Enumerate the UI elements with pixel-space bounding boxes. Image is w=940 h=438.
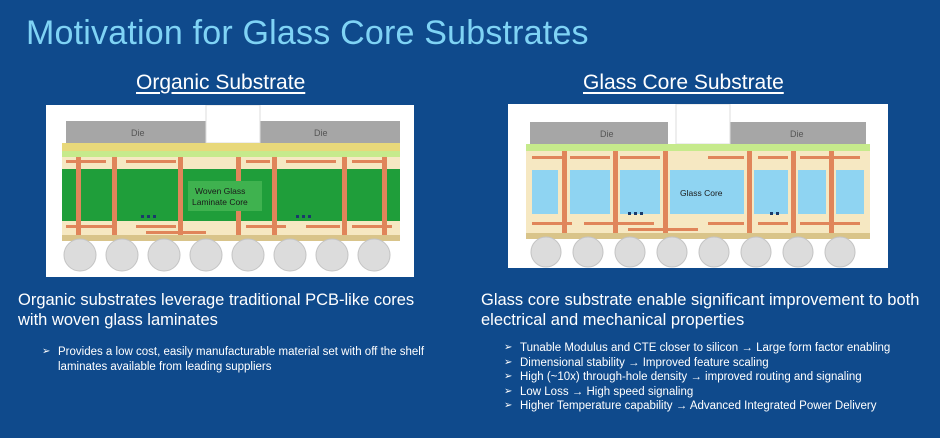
glass-bullet-item: ➢ Tunable Modulus and CTE closer to silic…	[500, 341, 930, 356]
glass-through-vias	[562, 151, 834, 233]
center-chip-shape	[675, 104, 731, 145]
die-right-label: Die	[790, 129, 804, 139]
die-left-shape	[66, 121, 206, 143]
top-buildup-layer	[526, 151, 870, 165]
underfill-layer	[62, 143, 400, 151]
center-chip-shape	[205, 105, 261, 144]
glass-core-description: Glass core substrate enable significant …	[481, 291, 920, 329]
glass-core-cells	[532, 170, 864, 214]
core-label-line1: Woven Glass	[195, 186, 245, 196]
die-right-label: Die	[314, 128, 328, 138]
glass-core-substrate-heading: Glass Core Substrate	[583, 71, 784, 94]
die-left-label: Die	[131, 128, 145, 138]
glass-bullet-text: High (~10x) through-hole density → impro…	[520, 371, 862, 383]
bullet-arrow-icon: ➢	[42, 346, 51, 357]
glass-traces	[532, 156, 860, 231]
glass-core-cross-section: Die Die Glass Core	[526, 104, 870, 268]
core-label-line2: Laminate Core	[192, 197, 248, 207]
organic-substrate-description: Organic substrates leverage traditional …	[18, 291, 415, 329]
glass-core-substrate-diagram: Die Die Glass Core	[508, 104, 888, 268]
core-label-box	[188, 181, 262, 211]
organic-substrate-cross-section: Die Die	[62, 105, 400, 272]
die-left-shape	[530, 122, 668, 144]
bullet-arrow-icon: ➢	[504, 342, 513, 353]
bullet-arrow-icon: ➢	[504, 385, 513, 397]
glass-bullet-item: ➢ High (~10x) through-hole density → impr…	[500, 370, 930, 385]
organic-bullet-item: ➢ Provides a low cost, easily manufactura…	[38, 345, 438, 374]
organic-substrate-bullets: ➢ Provides a low cost, easily manufactura…	[38, 345, 438, 374]
glass-via-dots	[628, 212, 779, 215]
organic-substrate-heading: Organic Substrate	[136, 71, 306, 94]
organic-solder-balls	[63, 238, 391, 272]
glass-core-label: Glass Core	[680, 188, 723, 198]
glass-bullet-text: Dimensional stability → Improved feature…	[520, 356, 769, 369]
bottom-solder-resist-layer	[526, 233, 870, 239]
glass-bullet-item: ➢ Dimensional stability → Improved featur…	[500, 356, 930, 371]
page-title: Motivation for Glass Core Substrates	[26, 14, 589, 52]
organic-substrate-diagram: Die Die	[46, 105, 414, 277]
die-right-shape	[728, 122, 866, 144]
bullet-arrow-icon: ➢	[504, 356, 513, 368]
die-left-label: Die	[600, 129, 614, 139]
glass-core-bullets: ➢ Tunable Modulus and CTE closer to silic…	[500, 341, 930, 414]
organic-traces	[66, 160, 392, 234]
top-dielectric-layer	[62, 151, 400, 157]
glass-bullet-item: ➢ Low Loss → High speed signaling	[500, 385, 930, 400]
organic-bullet-text: Provides a low cost, easily manufacturab…	[58, 346, 425, 373]
organic-via-dots	[141, 215, 311, 218]
glass-bullet-text: Tunable Modulus and CTE closer to silico…	[520, 342, 891, 354]
glass-solder-balls	[530, 236, 856, 268]
glass-bullet-text: Higher Temperature capability → Advanced…	[520, 400, 877, 412]
die-right-shape	[260, 121, 400, 143]
glass-bullet-item: ➢ Higher Temperature capability → Advance…	[500, 399, 930, 414]
bullet-arrow-icon: ➢	[504, 371, 513, 382]
glass-bullet-text: Low Loss → High speed signaling	[520, 385, 694, 398]
bottom-solder-resist-layer	[62, 235, 400, 241]
top-dielectric-layer	[526, 144, 870, 151]
bottom-buildup-layer	[526, 217, 870, 233]
bullet-arrow-icon: ➢	[504, 400, 513, 411]
